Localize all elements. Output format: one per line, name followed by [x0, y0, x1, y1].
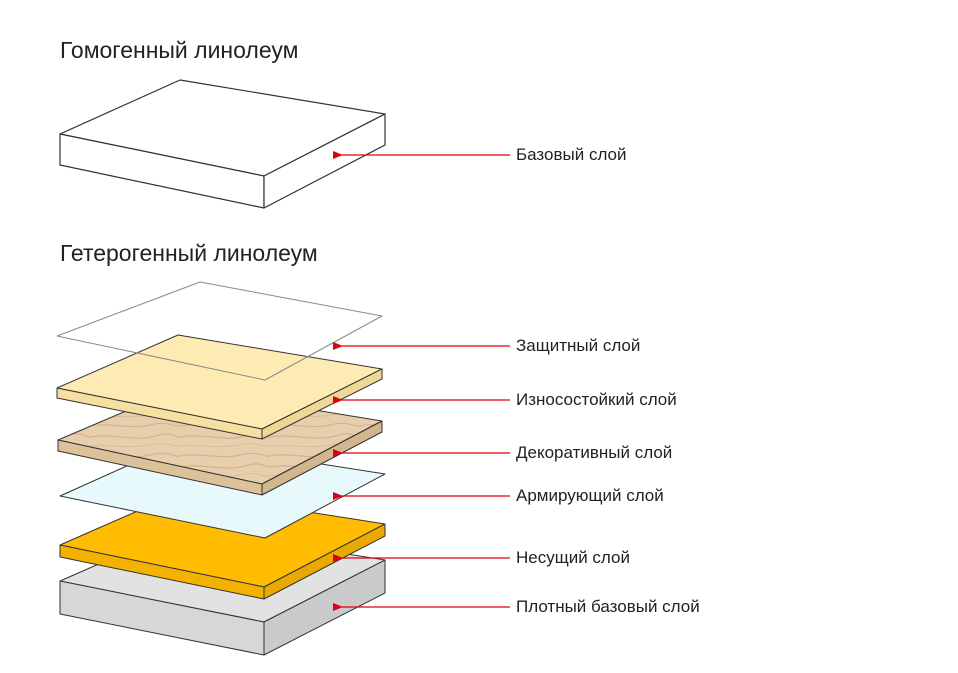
arrows: [333, 151, 510, 611]
protective-sheet: [56, 281, 383, 381]
label-decorative-layer: Декоративный слой: [516, 443, 673, 462]
wear-slab: [56, 334, 383, 440]
label-dense-base-layer: Плотный базовый слой: [516, 597, 700, 616]
label-base-layer: Базовый слой: [516, 145, 627, 164]
homogeneous-base-slab: [59, 79, 386, 209]
label-carrier-layer: Несущий слой: [516, 548, 630, 567]
title-heterogeneous: Гетерогенный линолеум: [60, 240, 318, 266]
title-homogeneous: Гомогенный линолеум: [60, 37, 299, 63]
label-reinforcing-layer: Армирующий слой: [516, 486, 664, 505]
label-wear-layer: Износостойкий слой: [516, 390, 677, 409]
label-protective-layer: Защитный слой: [516, 336, 641, 355]
